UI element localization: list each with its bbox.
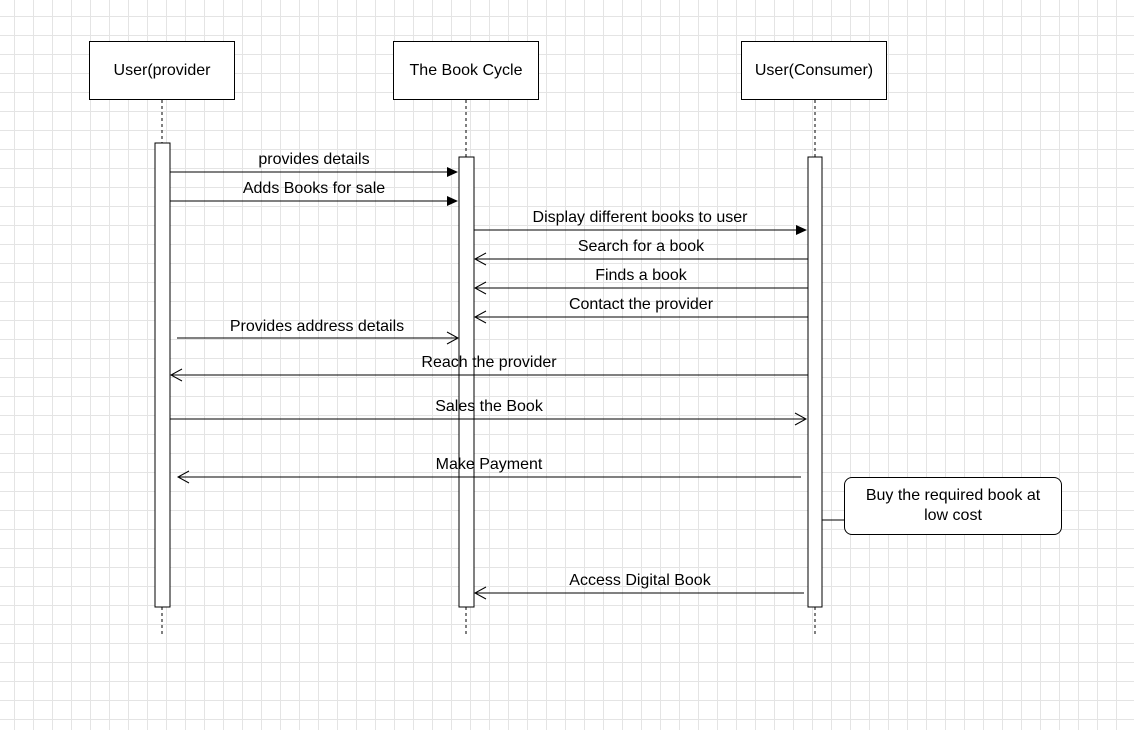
open-arrowhead-icon — [176, 470, 190, 484]
message-address-details: Provides address details — [177, 318, 460, 345]
solid-arrowhead-icon — [447, 167, 458, 177]
message-label: Make Payment — [436, 456, 543, 473]
message-contact-provider: Contact the provider — [473, 296, 808, 324]
message-display-books: Display different books to user — [474, 209, 807, 235]
activation-system — [458, 156, 475, 608]
message-adds-books: Adds Books for sale — [170, 180, 458, 206]
participant-consumer[interactable]: User(Consumer) — [741, 41, 887, 100]
activation-provider — [154, 142, 171, 608]
participant-provider[interactable]: User(provider — [89, 41, 235, 100]
message-label: Adds Books for sale — [243, 180, 385, 197]
participant-label: User(provider — [113, 61, 211, 79]
message-label: provides details — [258, 151, 369, 168]
message-provides-details: provides details — [170, 151, 458, 177]
message-search-book: Search for a book — [473, 238, 808, 266]
solid-arrowhead-icon — [796, 225, 807, 235]
message-label: Display different books to user — [533, 209, 749, 226]
open-arrowhead-icon — [473, 281, 487, 295]
message-label: Search for a book — [578, 238, 705, 255]
participant-label: The Book Cycle — [409, 61, 523, 79]
message-label: Finds a book — [595, 267, 688, 284]
message-reach-provider: Reach the provider — [169, 354, 808, 382]
message-finds-book: Finds a book — [473, 267, 808, 295]
open-arrowhead-icon — [169, 368, 183, 382]
message-label: Access Digital Book — [569, 572, 711, 589]
message-make-payment: Make Payment — [176, 456, 801, 484]
message-label: Provides address details — [230, 318, 404, 335]
message-sales-book: Sales the Book — [170, 398, 808, 426]
solid-arrowhead-icon — [447, 196, 458, 206]
message-label: Sales the Book — [435, 398, 544, 415]
note[interactable]: Buy the required book at low cost — [844, 477, 1062, 535]
open-arrowhead-icon — [446, 331, 460, 345]
open-arrowhead-icon — [794, 412, 808, 426]
participant-system[interactable]: The Book Cycle — [393, 41, 539, 100]
note-text: Buy the required book at low cost — [865, 487, 1041, 524]
activation-consumer — [807, 156, 823, 608]
message-access-digital-book: Access Digital Book — [473, 572, 804, 600]
open-arrowhead-icon — [473, 252, 487, 266]
participant-label: User(Consumer) — [754, 61, 874, 79]
open-arrowhead-icon — [473, 586, 487, 600]
message-label: Reach the provider — [421, 354, 557, 371]
message-label: Contact the provider — [569, 296, 714, 313]
open-arrowhead-icon — [473, 310, 487, 324]
